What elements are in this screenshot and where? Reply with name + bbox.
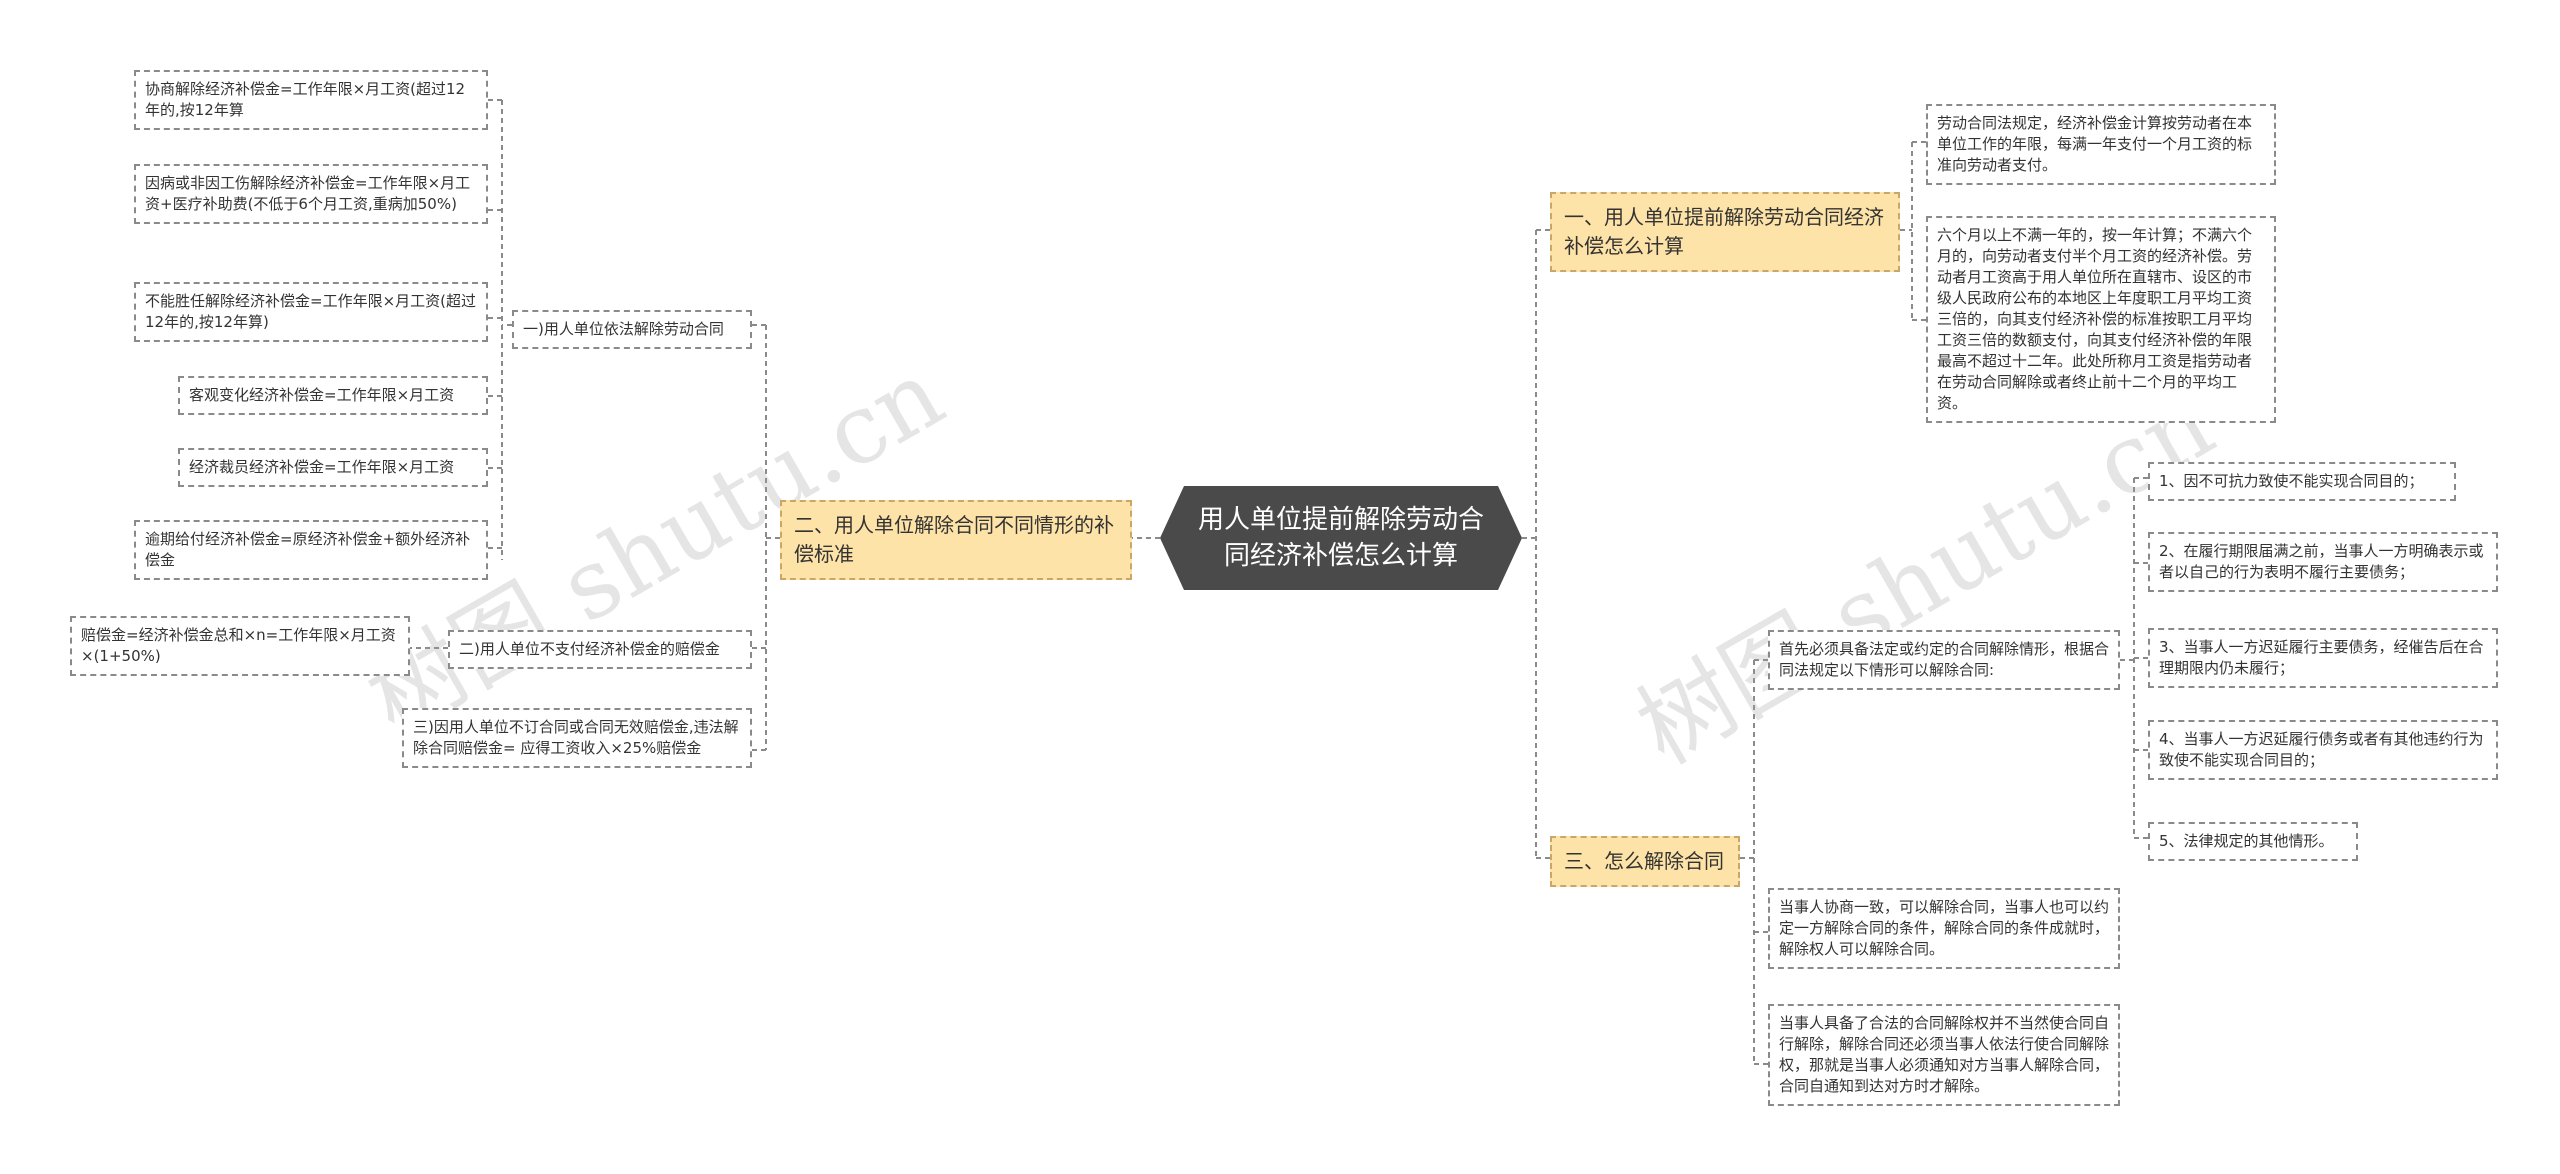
- root-topic[interactable]: 用人单位提前解除劳动合同经济补偿怎么计算: [1160, 486, 1522, 590]
- leaf-economic-layoff[interactable]: 经济裁员经济补偿金=工作年限×月工资: [178, 448, 488, 487]
- leaf-damages-formula[interactable]: 赔偿金=经济补偿金总和×n=工作年限×月工资×(1+50%): [70, 616, 410, 676]
- leaf-overdue-payment[interactable]: 逾期给付经济补偿金=原经济补偿金+额外经济补偿金: [134, 520, 488, 580]
- leaf-illness-termination[interactable]: 因病或非因工伤解除经济补偿金=工作年限×月工资+医疗补助费(不低于6个月工资,重…: [134, 164, 488, 224]
- branch-compensation-standards[interactable]: 二、用人单位解除合同不同情形的补偿标准: [780, 500, 1132, 580]
- branch-calculation[interactable]: 一、用人单位提前解除劳动合同经济补偿怎么计算: [1550, 192, 1900, 272]
- condition-breach-frustration[interactable]: 4、当事人一方迟延履行债务或者有其他违约行为致使不能实现合同目的；: [2148, 720, 2498, 780]
- condition-delayed-performance[interactable]: 3、当事人一方迟延履行主要债务，经催告后在合理期限内仍未履行；: [2148, 628, 2498, 688]
- leaf-calculation-details[interactable]: 六个月以上不满一年的，按一年计算；不满六个月的，向劳动者支付半个月工资的经济补偿…: [1926, 216, 2276, 423]
- leaf-notice-requirement[interactable]: 当事人具备了合法的合同解除权并不当然使合同自行解除，解除合同还必须当事人依法行使…: [1768, 1004, 2120, 1106]
- leaf-objective-change[interactable]: 客观变化经济补偿金=工作年限×月工资: [178, 376, 488, 415]
- condition-force-majeure[interactable]: 1、因不可抗力致使不能实现合同目的；: [2148, 462, 2456, 501]
- leaf-calculation-rule[interactable]: 劳动合同法规定，经济补偿金计算按劳动者在本单位工作的年限，每满一年支付一个月工资…: [1926, 104, 2276, 185]
- sub-topic-nonpayment-damages[interactable]: 二)用人单位不支付经济补偿金的赔偿金: [448, 630, 752, 669]
- condition-other-legal[interactable]: 5、法律规定的其他情形。: [2148, 822, 2358, 861]
- branch-how-to-terminate[interactable]: 三、怎么解除合同: [1550, 836, 1740, 887]
- sub-topic-unlawful-termination[interactable]: 三)因用人单位不订合同或合同无效赔偿金,违法解除合同赔偿金= 应得工资收入×25…: [402, 708, 752, 768]
- leaf-incompetence-termination[interactable]: 不能胜任解除经济补偿金=工作年限×月工资(超过12年的,按12年算): [134, 282, 488, 342]
- leaf-negotiated-termination[interactable]: 协商解除经济补偿金=工作年限×月工资(超过12年的,按12年算: [134, 70, 488, 130]
- leaf-mutual-agreement[interactable]: 当事人协商一致，可以解除合同，当事人也可以约定一方解除合同的条件，解除合同的条件…: [1768, 888, 2120, 969]
- leaf-statutory-conditions-intro[interactable]: 首先必须具备法定或约定的合同解除情形，根据合同法规定以下情形可以解除合同:: [1768, 630, 2120, 690]
- condition-anticipatory-breach[interactable]: 2、在履行期限届满之前，当事人一方明确表示或者以自己的行为表明不履行主要债务；: [2148, 532, 2498, 592]
- sub-topic-lawful-termination[interactable]: 一)用人单位依法解除劳动合同: [512, 310, 752, 349]
